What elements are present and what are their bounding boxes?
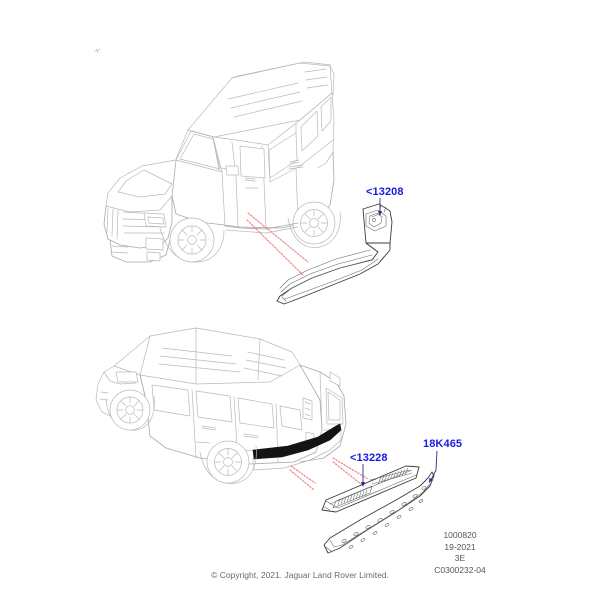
drawing-meta-block: 1000820 19-2021 3E C0300232-04 <box>400 530 520 576</box>
meta-line-date: 19-2021 <box>444 541 476 552</box>
callout-leader-18k465 <box>429 450 438 483</box>
meta-line-drawing-id: C0300232-04 <box>434 564 486 575</box>
registration-mark <box>94 49 101 54</box>
leader-lines-rear <box>289 457 369 491</box>
part-13208-front-sill-trim <box>276 203 393 305</box>
vehicle-illustration-rear <box>95 327 347 484</box>
part-13228-rear-sill-plate <box>321 465 420 513</box>
copyright-notice: © Copyright, 2021. Jaguar Land Rover Lim… <box>211 570 389 580</box>
leader-lines-front <box>246 212 309 277</box>
callout-leader-13208 <box>378 198 382 216</box>
callout-label-18k465[interactable]: 18K465 <box>423 438 463 450</box>
meta-line-part-number: 1000820 <box>443 530 477 540</box>
part-18k465-bumper-protector <box>323 471 435 554</box>
callout-label-13228[interactable]: <13228 <box>350 452 388 464</box>
meta-line-revision: 3E <box>454 553 466 563</box>
callout-leader-13228 <box>361 464 365 487</box>
vehicle-illustration-front <box>103 61 341 263</box>
callout-label-13208[interactable]: <13208 <box>366 186 404 198</box>
